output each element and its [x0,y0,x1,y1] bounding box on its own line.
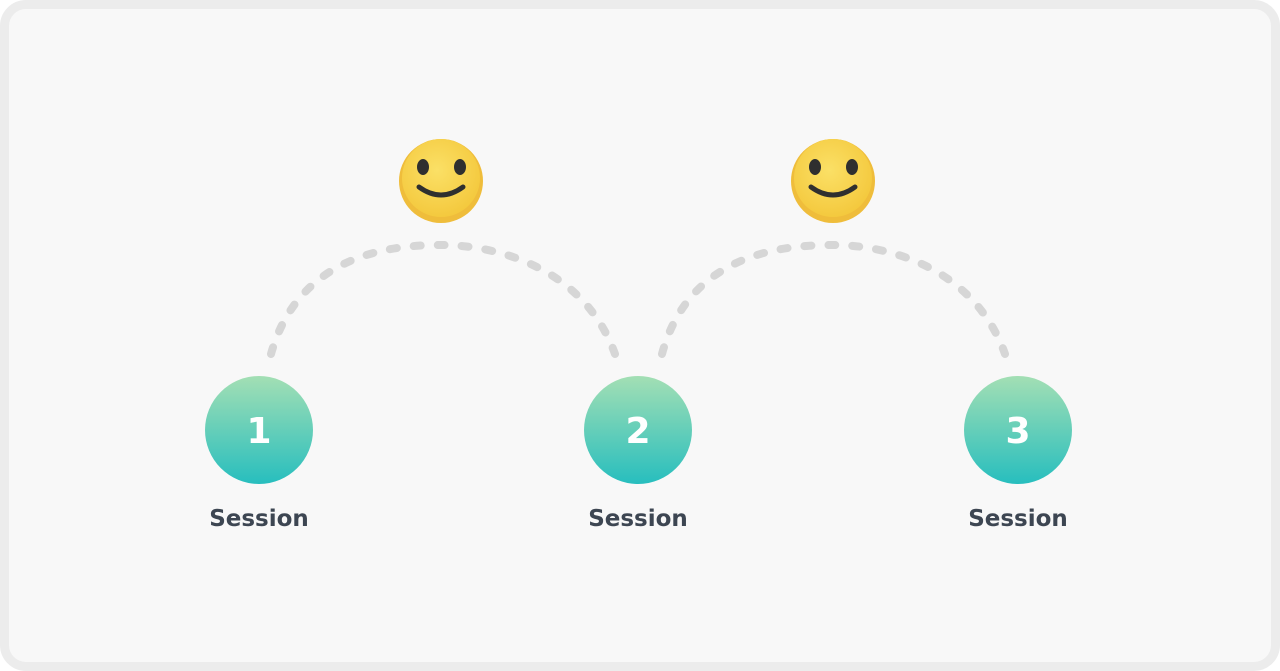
smiley-face-icon [791,139,875,223]
session-node-number: 3 [1005,411,1030,452]
session-node-label: Session [209,506,309,532]
session-node-1: 1 Session [205,376,313,532]
session-node-number: 2 [625,411,650,452]
session-node-label: Session [588,506,688,532]
session-node-label: Session [968,506,1068,532]
session-node-3: 3 Session [964,376,1072,532]
connector-arc-2-3 [658,240,1009,358]
session-node-circle [584,376,692,484]
smiley-face-icon [399,139,483,223]
session-node-2: 2 Session [584,376,692,532]
session-node-number: 1 [246,411,271,452]
session-node-circle [205,376,313,484]
session-node-circle [964,376,1072,484]
connector-arc-1-2 [267,240,619,358]
